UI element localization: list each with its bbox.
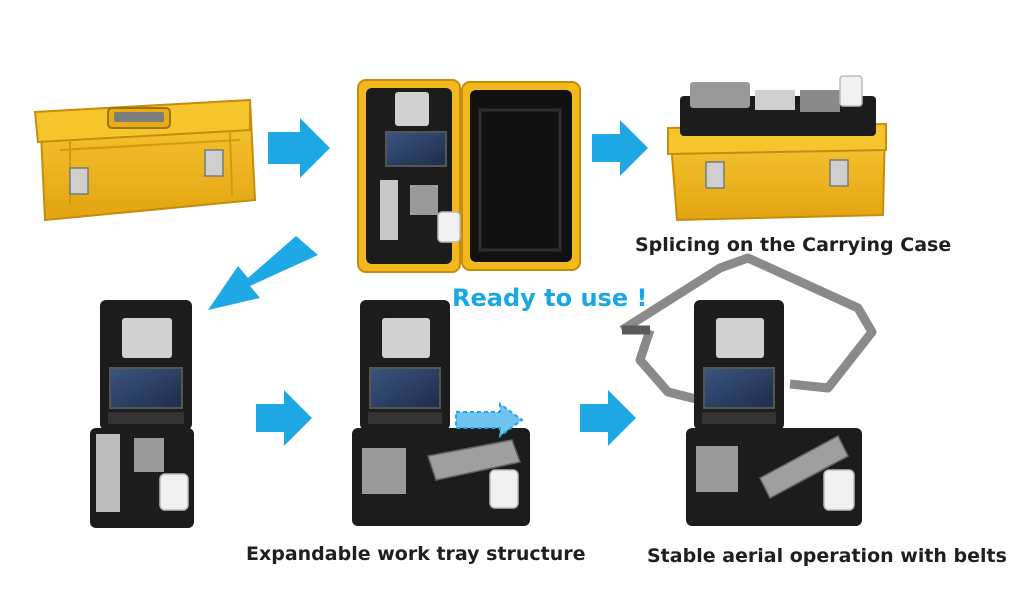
open-case-with-splicer	[357, 79, 581, 273]
latch-icon	[69, 167, 89, 195]
arrow-right-icon	[580, 390, 636, 446]
caption-carrying-case: Splicing on the Carrying Case	[635, 234, 952, 256]
closed-carrying-case	[33, 98, 257, 222]
splicer-unit-expanded-tray	[352, 300, 530, 526]
arrow-right-icon	[256, 390, 312, 446]
arrow-right-icon	[268, 118, 330, 178]
latch-icon	[829, 159, 849, 187]
splicer-unit-with-strap	[619, 253, 877, 526]
arrow-down-left-icon	[208, 236, 318, 310]
latch-icon	[705, 161, 725, 189]
caption-ready: Ready to use !	[452, 284, 648, 312]
expand-arrow-icon	[455, 402, 524, 438]
caption-aerial: Stable aerial operation with belts	[647, 545, 1007, 567]
arrow-right-icon	[592, 120, 648, 176]
splicer-on-case	[667, 75, 887, 222]
latch-icon	[204, 149, 224, 177]
splicer-unit-closed-tray	[90, 300, 194, 528]
caption-expandable: Expandable work tray structure	[246, 543, 586, 565]
